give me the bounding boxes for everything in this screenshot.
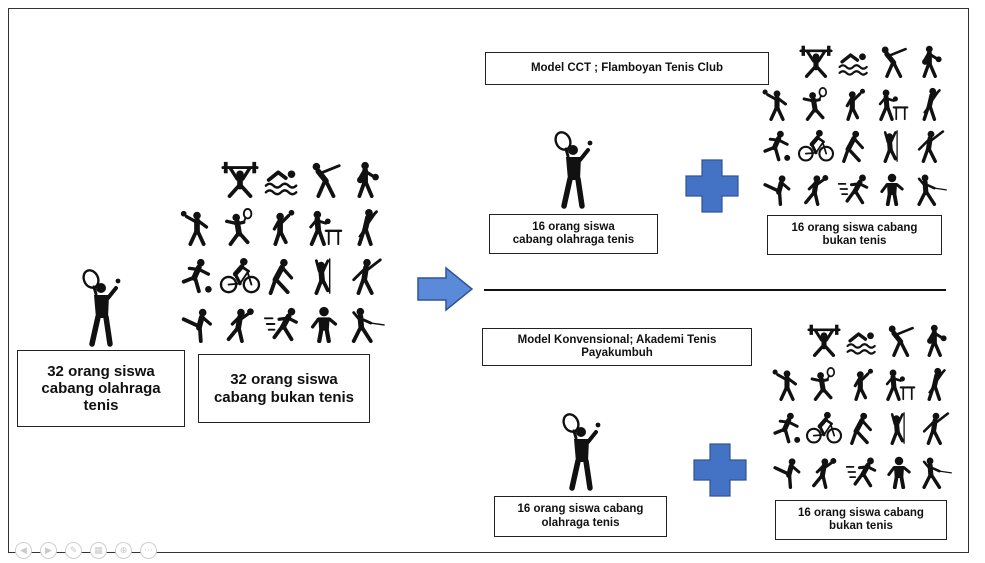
fencing-icon xyxy=(346,300,388,348)
top-plus-icon xyxy=(684,158,740,214)
cricket-icon xyxy=(917,406,954,450)
weightlifting-icon xyxy=(218,155,260,203)
cycling-icon xyxy=(218,252,260,300)
section-divider xyxy=(484,289,946,291)
climbing-icon xyxy=(303,252,345,300)
next-icon[interactable]: ▶ xyxy=(40,542,57,559)
top-sports-grid xyxy=(758,40,950,210)
rugby-icon xyxy=(873,168,911,211)
volleyball-spike-icon xyxy=(835,83,873,126)
left-tennis-students-box: 32 orang siswa cabang olahraga tenis xyxy=(17,350,185,427)
fencing-icon xyxy=(912,168,950,211)
swimming-icon xyxy=(835,40,873,83)
table-tennis-icon xyxy=(880,362,917,406)
bottom-model-label: Model Konvensional; Akademi Tenis Payaku… xyxy=(482,328,752,366)
badminton-icon xyxy=(218,203,260,251)
volleyball-icon xyxy=(758,83,796,126)
baseball-icon xyxy=(303,155,345,203)
basketball-icon xyxy=(796,168,834,211)
baseball-icon xyxy=(880,318,917,362)
bottom-tennis-students-box: 16 orang siswa cabang olahraga tenis xyxy=(494,496,667,537)
running-icon xyxy=(261,300,303,348)
boxing-icon xyxy=(917,318,954,362)
boxing-icon xyxy=(912,40,950,83)
gymnastics-icon xyxy=(843,406,880,450)
volleyball-icon xyxy=(176,203,218,251)
slides-icon[interactable]: ▦ xyxy=(90,542,107,559)
gymnastics-icon xyxy=(835,125,873,168)
climbing-icon xyxy=(880,406,917,450)
top-tennis-students-box: 16 orang siswa cabang olahraga tenis xyxy=(489,214,658,254)
basketball-icon xyxy=(805,450,843,494)
bottom-sports-grid xyxy=(768,318,954,494)
karate-icon xyxy=(758,168,796,211)
table-tennis-icon xyxy=(873,83,911,126)
boxing-icon xyxy=(346,155,388,203)
volleyball-icon xyxy=(768,362,805,406)
top-model-label: Model CCT ; Flamboyan Tenis Club xyxy=(485,52,769,85)
bottom-tennis-player-icon xyxy=(554,412,604,491)
hockey-icon xyxy=(346,203,388,251)
rugby-icon xyxy=(303,300,345,348)
gymnastics-icon xyxy=(261,252,303,300)
fencing-icon xyxy=(917,450,954,494)
zoom-icon[interactable]: ⊕ xyxy=(115,542,132,559)
climbing-icon xyxy=(873,125,911,168)
top-nontennis-students-box: 16 orang siswa cabang bukan tenis xyxy=(767,215,942,255)
badminton-icon xyxy=(805,362,843,406)
bottom-plus-icon xyxy=(692,442,748,498)
badminton-icon xyxy=(796,83,834,126)
left-nontennis-students-box: 32 orang siswa cabang bukan tenis xyxy=(198,354,370,423)
more-icon[interactable]: ⋯ xyxy=(140,542,157,559)
cycling-icon xyxy=(805,406,843,450)
rugby-icon xyxy=(880,450,917,494)
hockey-icon xyxy=(917,362,954,406)
soccer-icon xyxy=(176,252,218,300)
weightlifting-icon xyxy=(805,318,843,362)
swimming-icon xyxy=(843,318,880,362)
swimming-icon xyxy=(261,155,303,203)
soccer-icon xyxy=(758,125,796,168)
volleyball-spike-icon xyxy=(261,203,303,251)
soccer-icon xyxy=(768,406,805,450)
hockey-icon xyxy=(912,83,950,126)
weightlifting-icon xyxy=(796,40,834,83)
tennis-player-icon xyxy=(74,268,124,347)
baseball-icon xyxy=(873,40,911,83)
prev-icon[interactable]: ◀ xyxy=(15,542,32,559)
top-tennis-player-icon xyxy=(546,130,596,209)
pen-icon[interactable]: ✎ xyxy=(65,542,82,559)
cycling-icon xyxy=(796,125,834,168)
running-icon xyxy=(843,450,880,494)
karate-icon xyxy=(176,300,218,348)
cricket-icon xyxy=(912,125,950,168)
karate-icon xyxy=(768,450,805,494)
running-icon xyxy=(835,168,873,211)
bottom-nontennis-students-box: 16 orang siswa cabang bukan tenis xyxy=(775,500,947,540)
basketball-icon xyxy=(218,300,260,348)
cricket-icon xyxy=(346,252,388,300)
right-arrow-icon xyxy=(416,266,474,312)
left-sports-grid xyxy=(176,155,388,348)
table-tennis-icon xyxy=(303,203,345,251)
volleyball-spike-icon xyxy=(843,362,880,406)
